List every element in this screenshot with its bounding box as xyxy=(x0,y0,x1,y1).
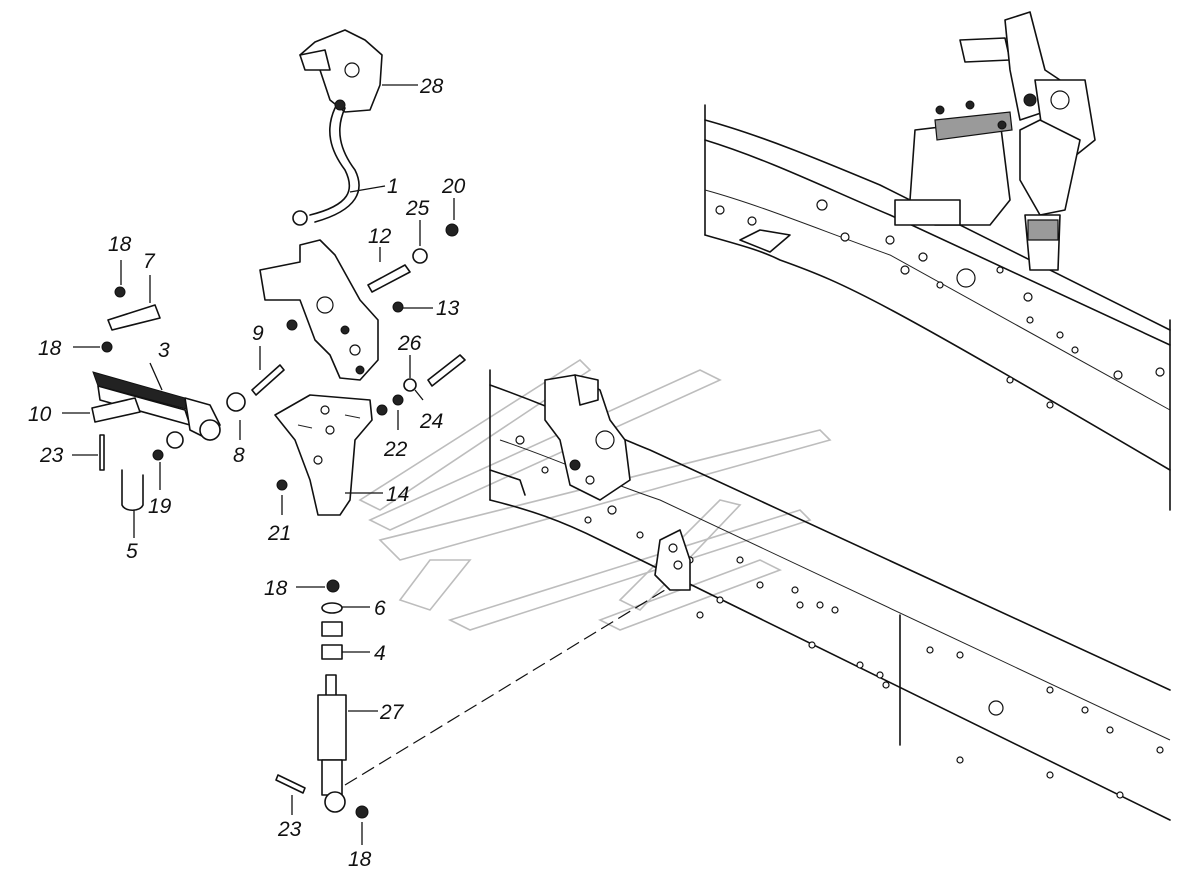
callout-22: 22 xyxy=(383,438,408,461)
part-21-nut xyxy=(276,479,288,491)
callout-26: 26 xyxy=(397,332,422,355)
callout-8: 8 xyxy=(233,444,245,467)
part-5-u-bolt xyxy=(121,469,144,512)
callout-4: 4 xyxy=(374,642,386,665)
callout-5: 5 xyxy=(126,540,138,563)
part-19-nut xyxy=(152,449,164,461)
frame-rail-upper xyxy=(704,104,1171,511)
part-13-nut xyxy=(392,301,404,313)
spring-bracket-upper xyxy=(259,239,379,381)
frame-mounted-bracket xyxy=(544,374,691,591)
callout-27: 27 xyxy=(379,701,405,724)
part-24-bolt xyxy=(427,354,466,387)
part-6-washer xyxy=(321,602,343,614)
callout-21: 21 xyxy=(267,522,291,545)
callout-12: 12 xyxy=(368,225,392,248)
callout-24: 24 xyxy=(419,410,443,433)
part-4-bushing-b xyxy=(321,644,343,660)
callout-18-a: 18 xyxy=(108,233,132,256)
callout-6: 6 xyxy=(374,597,386,620)
part-19-washer xyxy=(166,431,184,449)
part-1-rod xyxy=(292,107,360,226)
callout-20: 20 xyxy=(441,175,466,198)
part-4-bushing-a xyxy=(321,621,343,637)
part-18-nut-a xyxy=(114,286,126,298)
frame-rail-lower xyxy=(489,369,1171,821)
callout-7: 7 xyxy=(143,250,156,273)
part-20-nut xyxy=(445,223,459,237)
part-23-bolt-b xyxy=(275,774,306,794)
part-25-washer xyxy=(412,248,428,264)
callout-10: 10 xyxy=(28,403,52,426)
callout-18-b: 18 xyxy=(38,337,62,360)
callout-28: 28 xyxy=(419,75,444,98)
part-3-spring-leaf xyxy=(92,371,221,441)
part-18-nut-d xyxy=(355,805,369,819)
callout-19: 19 xyxy=(148,495,172,518)
callout-25: 25 xyxy=(405,197,430,220)
callout-3: 3 xyxy=(158,339,170,362)
part-14-bracket xyxy=(274,394,373,516)
part-28-bracket xyxy=(299,29,383,113)
callout-13: 13 xyxy=(436,297,460,320)
part-10-shim xyxy=(91,397,141,423)
callout-labels: 28 1 20 25 12 13 9 26 24 22 8 14 21 19 5… xyxy=(28,75,466,871)
part-23-bolt-a xyxy=(99,434,105,471)
part-18-nut-c xyxy=(326,579,340,593)
part-18-nut-b xyxy=(101,341,113,353)
rear-suspension-assembly xyxy=(894,11,1096,271)
part-22-nut xyxy=(392,394,404,406)
callout-9: 9 xyxy=(252,322,264,345)
callout-18-c: 18 xyxy=(264,577,288,600)
callout-18-d: 18 xyxy=(348,848,372,871)
callout-1: 1 xyxy=(387,175,399,198)
leader-lines xyxy=(62,84,455,845)
part-12-bolt xyxy=(367,264,411,293)
part-22b-nut xyxy=(376,404,388,416)
callout-23-b: 23 xyxy=(277,818,302,841)
part-27-shock-absorber xyxy=(317,674,347,813)
shock-mount-axis xyxy=(344,589,666,786)
part-26-washer xyxy=(403,378,417,392)
part-9-bolt xyxy=(251,364,285,396)
part-8-bushing xyxy=(226,392,246,412)
callout-14: 14 xyxy=(386,483,409,506)
callout-23-a: 23 xyxy=(39,444,64,467)
part-7-plate xyxy=(107,304,161,331)
